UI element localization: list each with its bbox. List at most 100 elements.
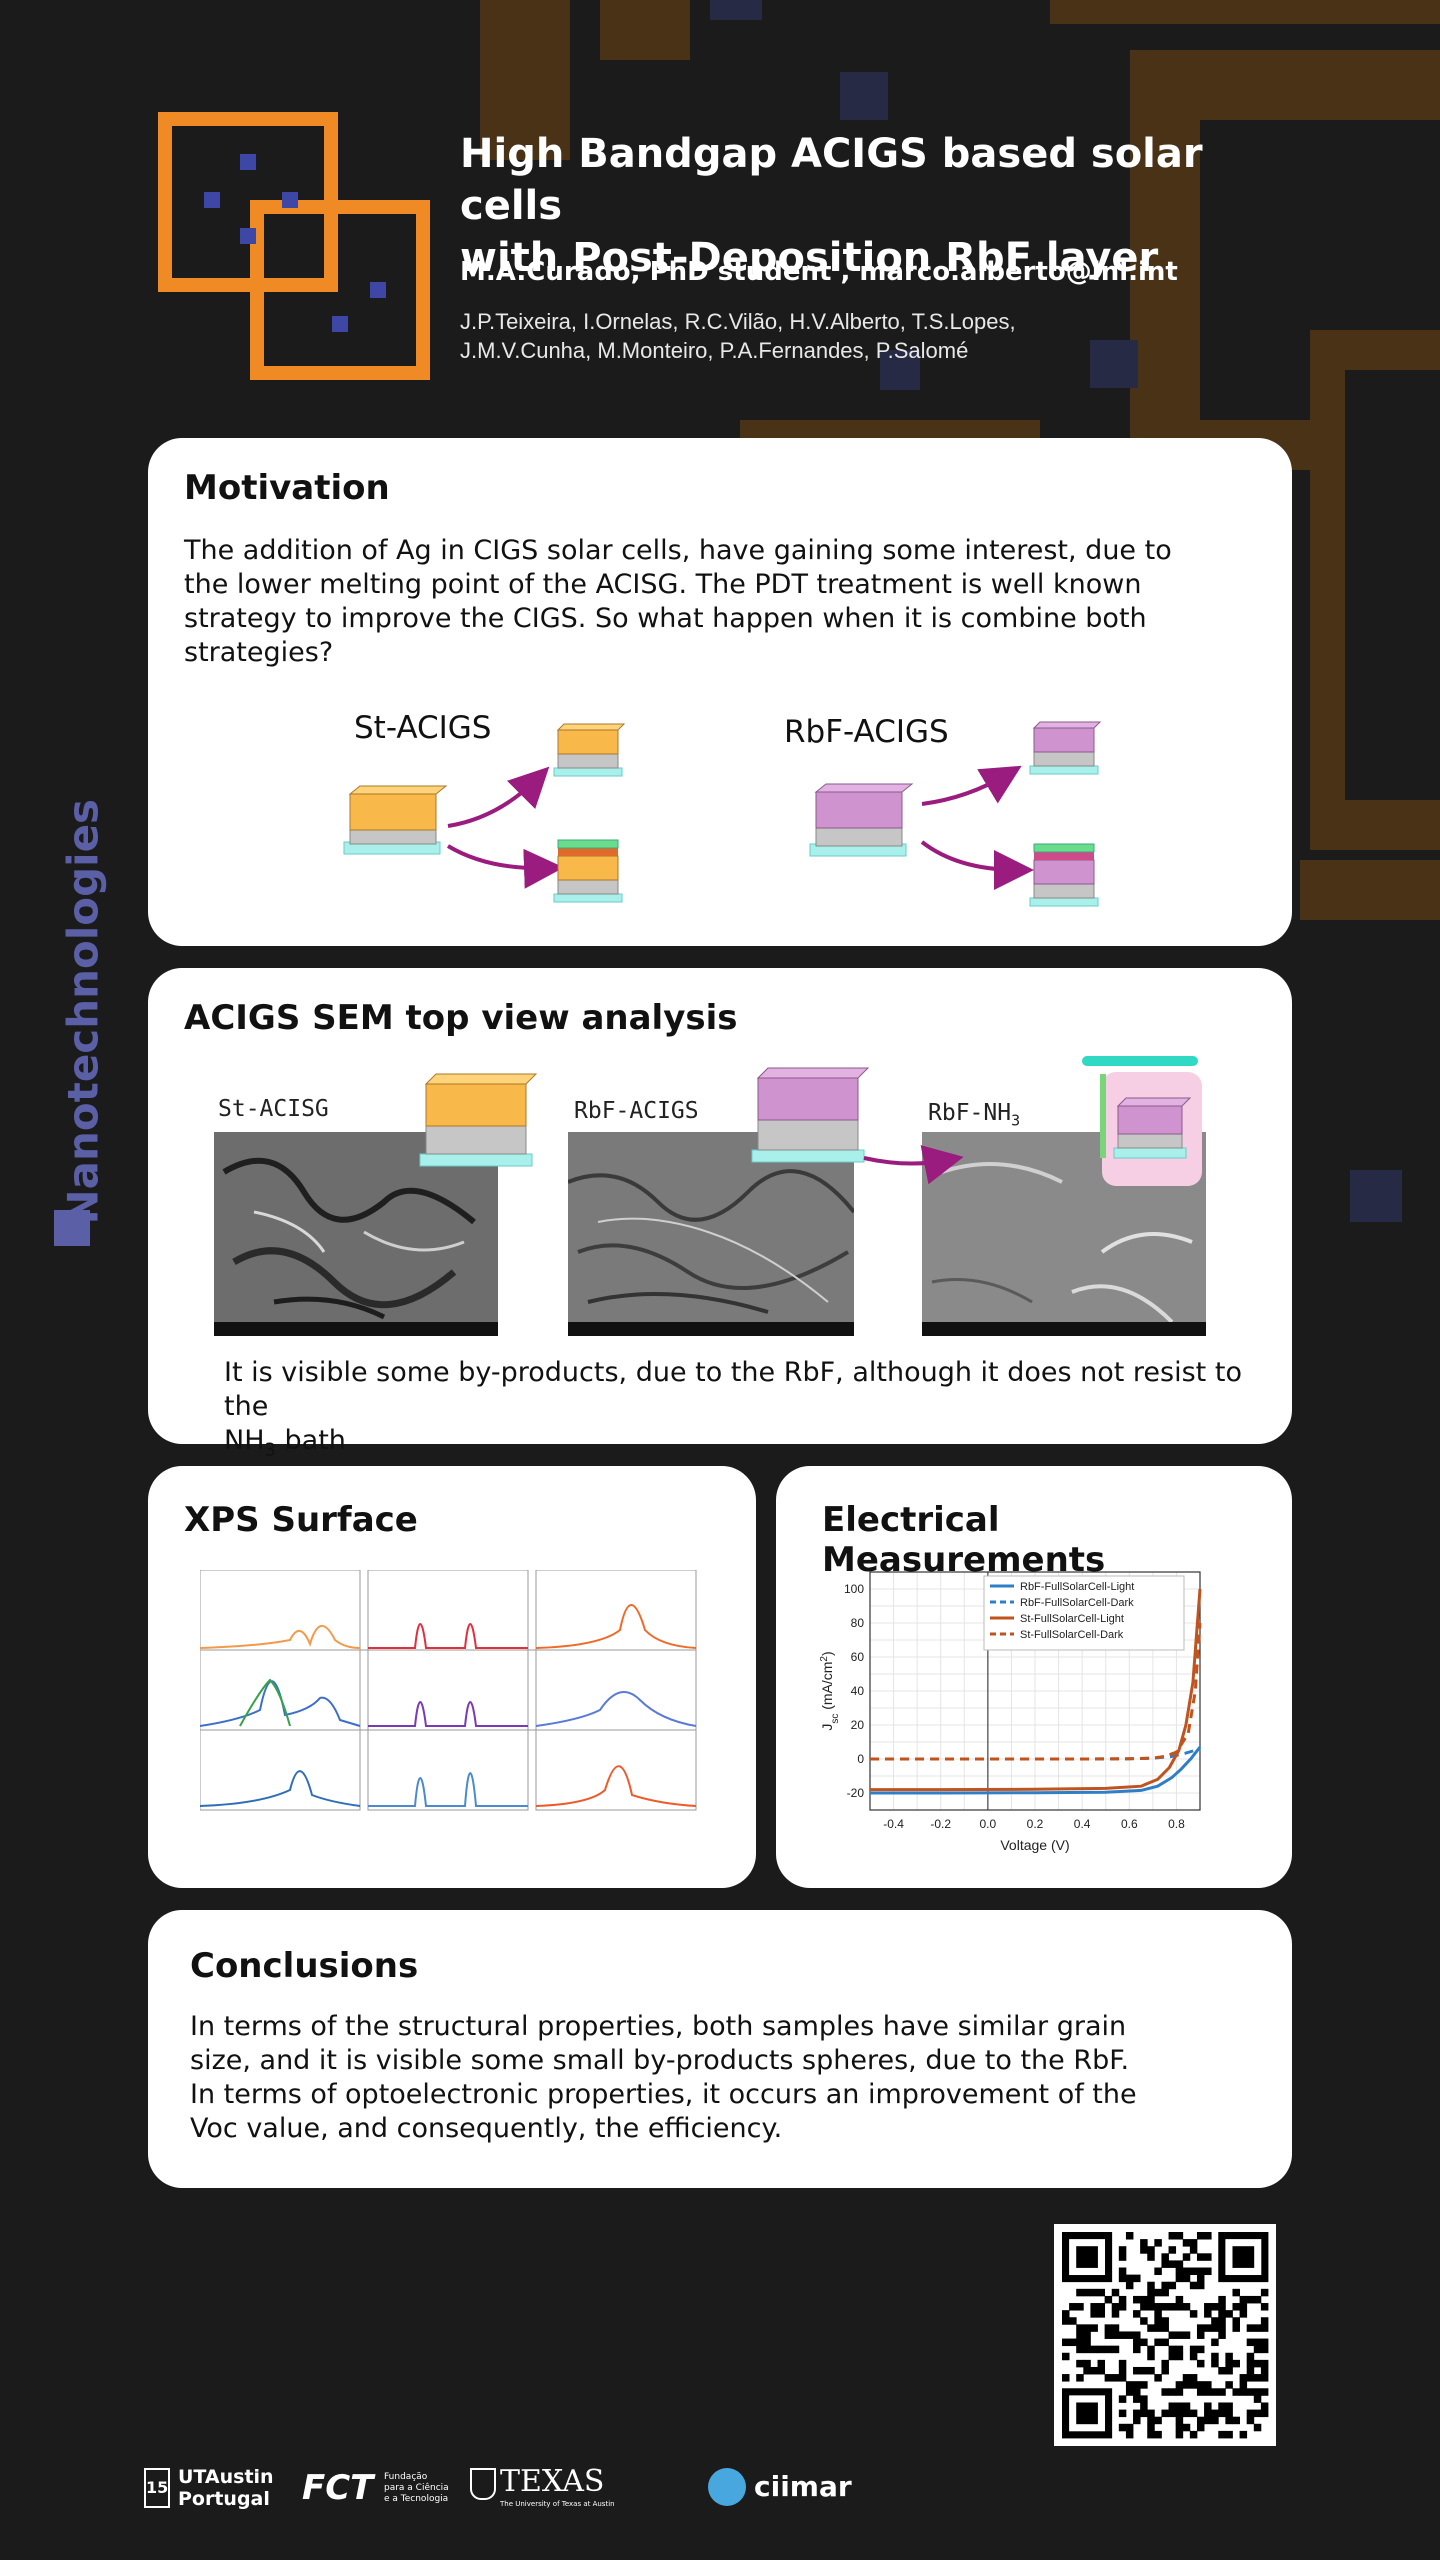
- qr-module: [1175, 2388, 1184, 2396]
- qr-module: [1260, 2359, 1269, 2368]
- author-list: J.P.Teixeira, I.Ornelas, R.C.Vilão, H.V.…: [460, 307, 1180, 365]
- sem-image-rbf-acigs: [568, 1132, 854, 1336]
- qr-module: [1125, 2281, 1134, 2290]
- qr-module: [1118, 2331, 1127, 2339]
- qr-module: [1076, 2303, 1084, 2311]
- qr-module: [1097, 2366, 1106, 2375]
- qr-module: [1147, 2352, 1155, 2361]
- qr-module: [1083, 2324, 1091, 2332]
- qr-module: [1196, 2381, 1205, 2389]
- qr-module: [1204, 2416, 1212, 2425]
- qr-module: [1125, 2388, 1134, 2396]
- qr-module: [1196, 2416, 1205, 2425]
- qr-module: [1161, 2303, 1169, 2311]
- background-decoration: [1300, 860, 1440, 920]
- qr-module: [1175, 2409, 1184, 2418]
- qr-module: [1140, 2239, 1148, 2247]
- qr-module: [1133, 2409, 1141, 2418]
- qr-module: [1083, 2359, 1091, 2368]
- qr-module: [1260, 2345, 1269, 2354]
- y-tick-label: 80: [851, 1616, 865, 1630]
- qr-module: [1140, 2338, 1148, 2347]
- qr-module: [1154, 2430, 1162, 2439]
- qr-module: [1260, 2374, 1269, 2382]
- qr-module: [1147, 2324, 1155, 2332]
- qr-module: [1211, 2352, 1219, 2361]
- qr-module: [1225, 2430, 1233, 2439]
- x-tick-label: 0.4: [1074, 1817, 1091, 1831]
- side-label-text: Nanotechnologies: [58, 798, 108, 1225]
- qr-module: [1140, 2409, 1148, 2418]
- qr-module: [1232, 2324, 1240, 2332]
- qr-module: [1118, 2395, 1127, 2403]
- fct-subtitle-line: Fundação: [384, 2472, 428, 2482]
- presenter-line: M.A.Curado, PhD student , marco.alberto@…: [460, 257, 1178, 287]
- fct-logo: FCT Fundação para a Ciência e a Tecnolog…: [302, 2468, 452, 2512]
- qr-module: [1253, 2388, 1262, 2396]
- qr-module: [1133, 2416, 1141, 2425]
- qr-module: [1118, 2303, 1127, 2311]
- qr-module: [1161, 2338, 1169, 2347]
- qr-module: [1140, 2395, 1148, 2403]
- qr-module: [1253, 2374, 1262, 2382]
- qr-module: [1118, 2409, 1127, 2418]
- qr-module: [1175, 2402, 1184, 2410]
- qr-module: [1140, 2381, 1148, 2389]
- qr-module: [1246, 2338, 1255, 2347]
- qr-module: [1175, 2381, 1184, 2389]
- qr-module: [1211, 2359, 1219, 2368]
- utaustin-line: Portugal: [178, 2488, 270, 2510]
- qr-module: [1204, 2303, 1212, 2311]
- y-axis-label-part: ): [819, 1651, 835, 1656]
- qr-code[interactable]: [1054, 2224, 1276, 2446]
- background-square: [710, 0, 762, 20]
- qr-module: [1154, 2267, 1162, 2276]
- series-line: [870, 1622, 1202, 1761]
- conclusions-card: Conclusions In terms of the structural p…: [148, 1910, 1292, 2188]
- qr-module: [1118, 2295, 1127, 2304]
- x-tick-label: 0.2: [1027, 1817, 1044, 1831]
- qr-module: [1175, 2416, 1184, 2425]
- qr-module: [1246, 2409, 1255, 2418]
- qr-module: [1154, 2324, 1162, 2332]
- qr-module: [1069, 2317, 1077, 2325]
- qr-module: [1211, 2303, 1219, 2311]
- qr-module: [1104, 2345, 1113, 2354]
- qr-module: [1232, 2388, 1240, 2396]
- qr-module: [1232, 2246, 1255, 2268]
- qr-module: [1239, 2388, 1248, 2396]
- st-acigs-stack-top: [553, 723, 626, 777]
- background-square: [1350, 1170, 1402, 1222]
- qr-module: [1225, 2310, 1233, 2318]
- legend-label: St-FullSolarCell-Light: [1020, 1613, 1124, 1625]
- qr-module: [1211, 2338, 1219, 2347]
- qr-module: [1083, 2338, 1091, 2347]
- qr-module: [1111, 2303, 1120, 2311]
- qr-module: [1182, 2253, 1191, 2261]
- qr-module: [1218, 2366, 1226, 2375]
- qr-module: [1204, 2409, 1212, 2418]
- qr-module: [1147, 2295, 1155, 2304]
- xps-spectra-figure: [200, 1570, 697, 1811]
- qr-module: [1118, 2366, 1127, 2375]
- y-tick-label: 100: [844, 1582, 864, 1596]
- qr-module: [1168, 2352, 1177, 2361]
- y-axis-label-part: sc: [830, 1714, 841, 1724]
- background-square: [1090, 340, 1138, 388]
- qr-module: [1246, 2366, 1255, 2375]
- y-axis-label-part: J: [819, 1724, 835, 1731]
- qr-module: [1097, 2303, 1106, 2311]
- qr-module: [1125, 2232, 1134, 2240]
- qr-module: [1225, 2416, 1233, 2425]
- y-axis-label-part: (mA/cm: [819, 1662, 835, 1714]
- qr-module: [1147, 2288, 1155, 2297]
- qr-module: [1239, 2295, 1248, 2304]
- qr-module: [1133, 2388, 1141, 2396]
- sem-caption-end: bath: [275, 1425, 346, 1456]
- qr-module: [1218, 2303, 1226, 2311]
- qr-module: [1260, 2317, 1269, 2325]
- qr-module: [1090, 2324, 1098, 2332]
- qr-module: [1097, 2359, 1106, 2368]
- qr-module: [1104, 2295, 1113, 2304]
- qr-module: [1069, 2303, 1077, 2311]
